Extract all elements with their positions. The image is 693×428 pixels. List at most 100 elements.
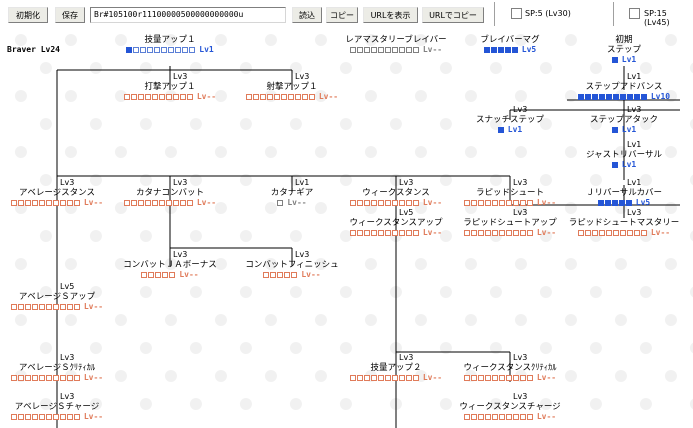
copy-button[interactable]: コピー (326, 7, 358, 23)
level-square[interactable] (59, 414, 66, 420)
level-square[interactable] (280, 94, 287, 100)
level-square[interactable] (155, 272, 162, 278)
skill-level-bar[interactable]: Lv1 (564, 160, 684, 171)
level-square[interactable] (640, 94, 647, 100)
skill-level-bar[interactable]: Lv-- (232, 270, 352, 281)
level-square[interactable] (526, 375, 533, 381)
level-square[interactable] (491, 414, 498, 420)
level-square[interactable] (505, 200, 512, 206)
skill-level-bar[interactable]: Lv5 (450, 45, 570, 56)
level-square[interactable] (273, 94, 280, 100)
level-square[interactable] (612, 94, 619, 100)
level-square[interactable] (405, 230, 412, 236)
level-square[interactable] (504, 47, 511, 53)
level-square[interactable] (505, 375, 512, 381)
level-square[interactable] (412, 230, 419, 236)
save-button[interactable]: 保存 (55, 7, 85, 23)
level-square[interactable] (144, 94, 151, 100)
level-square[interactable] (349, 375, 356, 381)
level-square[interactable] (59, 375, 66, 381)
level-square[interactable] (73, 304, 80, 310)
level-square[interactable] (526, 200, 533, 206)
level-square[interactable] (38, 304, 45, 310)
level-square[interactable] (52, 304, 59, 310)
load-button[interactable]: 読込 (292, 7, 322, 23)
level-square[interactable] (130, 200, 137, 206)
level-square[interactable] (490, 47, 497, 53)
level-square[interactable] (470, 230, 477, 236)
level-square[interactable] (31, 200, 38, 206)
level-square[interactable] (172, 200, 179, 206)
level-square[interactable] (463, 200, 470, 206)
skill-level-bar[interactable]: Lv1 (564, 55, 684, 66)
level-square[interactable] (169, 272, 176, 278)
skill-level-bar[interactable]: Lv-- (336, 45, 456, 56)
level-square[interactable] (151, 200, 158, 206)
skill-level-bar[interactable]: Lv-- (110, 198, 230, 209)
level-square[interactable] (477, 375, 484, 381)
level-square[interactable] (370, 375, 377, 381)
level-square[interactable] (308, 94, 315, 100)
level-square[interactable] (189, 47, 196, 53)
level-square[interactable] (405, 47, 412, 53)
level-square[interactable] (498, 200, 505, 206)
level-square[interactable] (398, 230, 405, 236)
level-square[interactable] (126, 47, 133, 53)
level-square[interactable] (519, 200, 526, 206)
level-square[interactable] (512, 230, 519, 236)
level-square[interactable] (363, 200, 370, 206)
skill-level-bar[interactable]: Lv1 (450, 125, 570, 136)
level-square[interactable] (172, 94, 179, 100)
level-square[interactable] (263, 272, 270, 278)
level-square[interactable] (384, 47, 391, 53)
skill-level-bar[interactable]: Lv-- (336, 373, 456, 384)
level-square[interactable] (604, 200, 611, 206)
level-square[interactable] (591, 94, 598, 100)
level-square[interactable] (349, 230, 356, 236)
level-square[interactable] (162, 272, 169, 278)
level-square[interactable] (405, 375, 412, 381)
level-square[interactable] (512, 200, 519, 206)
level-square[interactable] (491, 230, 498, 236)
level-square[interactable] (470, 200, 477, 206)
skill-level-bar[interactable]: Lv-- (336, 198, 456, 209)
level-square[interactable] (484, 375, 491, 381)
level-square[interactable] (405, 200, 412, 206)
level-square[interactable] (512, 414, 519, 420)
level-square[interactable] (611, 162, 618, 168)
level-square[interactable] (17, 414, 24, 420)
level-square[interactable] (398, 47, 405, 53)
level-square[interactable] (633, 230, 640, 236)
level-square[interactable] (137, 94, 144, 100)
level-square[interactable] (277, 200, 284, 206)
level-square[interactable] (391, 47, 398, 53)
level-square[interactable] (625, 200, 632, 206)
level-square[interactable] (463, 230, 470, 236)
level-square[interactable] (384, 230, 391, 236)
skill-level-bar[interactable]: Lv-- (232, 198, 352, 209)
level-square[interactable] (24, 375, 31, 381)
level-square[interactable] (59, 200, 66, 206)
level-square[interactable] (356, 230, 363, 236)
level-square[interactable] (356, 47, 363, 53)
level-square[interactable] (17, 375, 24, 381)
level-square[interactable] (611, 57, 618, 63)
show-url-button[interactable]: URLを表示 (363, 7, 418, 23)
copy-url-button[interactable]: URLでコピー (422, 7, 484, 23)
skill-level-bar[interactable]: Lv-- (0, 302, 117, 313)
level-square[interactable] (626, 94, 633, 100)
level-square[interactable] (38, 375, 45, 381)
